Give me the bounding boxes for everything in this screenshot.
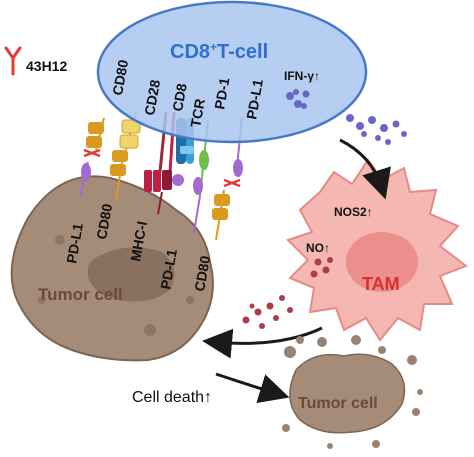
tumor-nucleus: [87, 247, 175, 302]
blocked-antibody-icon: [83, 148, 101, 158]
tcell-label-cd28: CD28: [141, 78, 163, 116]
cd80-tcell-receptor: [86, 117, 105, 151]
tcell-label-pdl1: PD-L1: [243, 78, 266, 121]
tam-label: TAM: [362, 274, 400, 294]
tcell-receptor-labels: CD80 CD28 CD8 TCR PD-1 PD-L1: [109, 58, 266, 128]
ifn-gamma-label: IFN-γ↑: [284, 69, 320, 83]
dead-tumor-label: Tumor cell: [298, 395, 378, 412]
no-molecules: [242, 295, 293, 329]
antibody-legend: 43H12: [4, 46, 67, 76]
tumor-receptor-labels: PD-L1 CD80 MHC-I PD-L1 CD80: [63, 202, 213, 292]
mhc1-tumor-receptor: [144, 170, 184, 215]
dead-tumor-fragments: [282, 335, 423, 449]
cell-death-label: Cell death↑: [132, 389, 212, 406]
nos2-label: NOS2↑: [334, 205, 373, 219]
antibody-label: 43H12: [26, 58, 67, 74]
tcell-title: CD8+T-cell: [170, 40, 268, 63]
ifn-to-tam-arrow: [339, 138, 391, 200]
tam-cell: TAM NOS2↑ NO↑: [286, 158, 469, 342]
ifn-molecules-inner: [286, 89, 310, 109]
tumor-label-pdl1: PD-L1: [63, 222, 86, 265]
pdl1-tumor-receptor: [79, 161, 91, 197]
ifn-gamma-molecules: [346, 114, 407, 145]
tumor-label-cd80: CD80: [93, 202, 115, 240]
tcell-label-cd8: CD8: [169, 82, 190, 113]
tcell-label-pd1: PD-1: [211, 76, 232, 110]
pdl1-tumor-receptor-2: [193, 177, 203, 233]
no-label: NO↑: [306, 241, 330, 255]
tumor-cell-label: Tumor cell: [38, 285, 123, 304]
tam-nucleus: [346, 232, 418, 292]
tumor-label-cd80-2: CD80: [191, 254, 213, 292]
tcell-body: [96, 0, 368, 144]
tcell-label-tcr: TCR: [187, 97, 208, 128]
cd80-tumor-receptor-2: [212, 189, 230, 241]
cd80-tumor-receptor: [110, 149, 128, 201]
tcell: CD8+T-cell IFN-γ↑: [96, 0, 368, 144]
dead-tumor-cell: Tumor cell: [282, 335, 423, 449]
tumor-cell: Tumor cell: [10, 175, 214, 362]
dead-tumor-body: [289, 353, 406, 434]
tcell-label-cd80: CD80: [109, 58, 131, 96]
no-to-tumor-arrow: [202, 326, 323, 359]
tumor-label-pdl1-2: PD-L1: [157, 248, 180, 291]
no-molecules-inner: [310, 257, 333, 278]
y-antibody-icon: [4, 46, 22, 76]
cell-death-arrow: [215, 372, 290, 404]
tumor-label-mhc1: MHC-I: [127, 220, 150, 263]
blocked-antibody-icon-2: [223, 178, 241, 188]
